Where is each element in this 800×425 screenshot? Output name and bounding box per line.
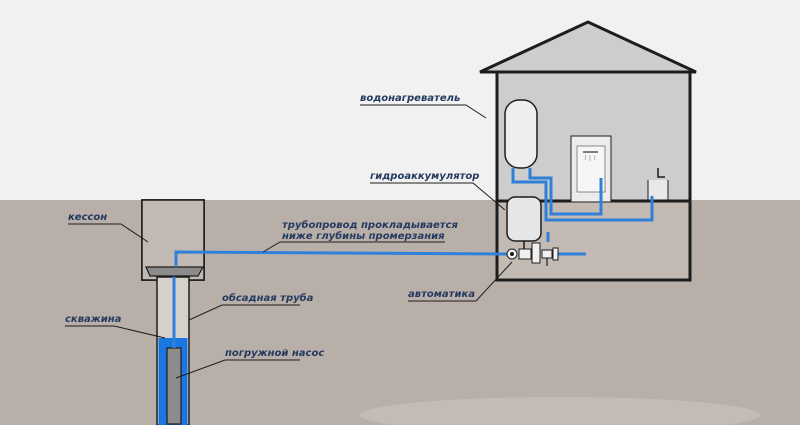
water-heater-tank [504,99,538,169]
leader-pump [175,359,300,379]
ground-light-spot [360,397,760,425]
label-accumulator: гидроаккумулятор [370,171,480,182]
leader-caisson [68,223,149,243]
leader-pipeline [262,241,445,253]
automation-unit [506,242,559,266]
label-automation: автоматика [408,289,476,300]
label-casing-pipe: обсадная труба [222,293,314,304]
submersible-pump [166,347,182,425]
label-pipeline-line1: трубопровод прокладывается [282,220,458,231]
sink [647,168,669,201]
label-well: скважина [65,314,122,325]
house-piping [511,168,654,242]
label-pipeline-line2: ниже глубины промерзания [282,231,445,242]
label-water-heater: водонагреватель [360,93,461,104]
label-caisson: кессон [68,212,108,223]
label-submersible-pump: погружной насос [225,348,325,359]
pressure-accumulator [506,196,542,253]
leader-well [65,325,166,339]
caisson-head-plate [145,266,205,277]
leader-automation [408,261,513,302]
main-pipeline [174,250,586,267]
leader-accumulator [370,182,506,211]
shower-cabin [570,135,612,203]
leader-water-heater [360,104,487,119]
leader-lines [65,104,513,379]
leader-casing [188,304,300,321]
